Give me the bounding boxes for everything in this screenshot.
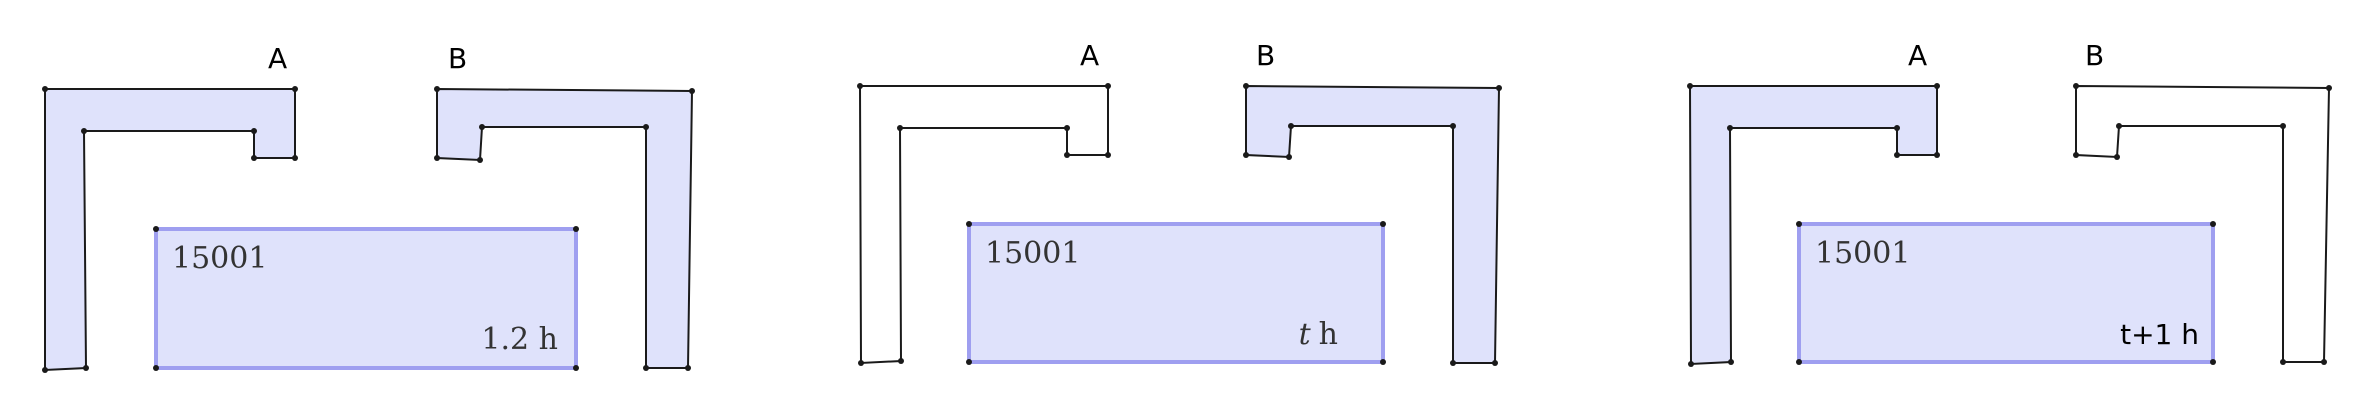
- left-wall-vertices: [42, 86, 298, 373]
- box-id-label: 15001: [1815, 236, 1910, 271]
- gate-b-label: B: [1256, 39, 1275, 72]
- box-time-unit: h: [1319, 317, 1338, 352]
- gate-a-label: A: [1080, 39, 1099, 72]
- panel-1: A B 15001 1.2 h: [42, 42, 695, 373]
- right-wall-vertices: [1243, 83, 1502, 366]
- left-wall-vertices: [1687, 83, 1940, 367]
- right-wall-vertices: [2073, 83, 2332, 365]
- gate-a-label: A: [1908, 39, 1927, 72]
- box-vertices: [1796, 221, 2216, 365]
- box-id-label: 15001: [172, 241, 267, 276]
- box-vertices: [153, 226, 579, 371]
- box-id-label: 15001: [985, 236, 1080, 271]
- box-time-label: 1.2 h: [481, 322, 558, 357]
- right-wall-vertices: [434, 86, 695, 371]
- box-vertices: [966, 221, 1386, 365]
- panel-3: A B 15001 t+1 h: [1687, 39, 2332, 367]
- gate-b-label: B: [448, 42, 467, 75]
- box-time-label: t+1 h: [2120, 318, 2199, 351]
- gate-b-label: B: [2085, 39, 2104, 72]
- box: [154, 227, 578, 370]
- box: [1797, 222, 2215, 364]
- left-wall-vertices: [857, 83, 1111, 366]
- box: [967, 222, 1385, 364]
- box-time-variable: t: [1299, 317, 1312, 352]
- gate-a-label: A: [268, 42, 287, 75]
